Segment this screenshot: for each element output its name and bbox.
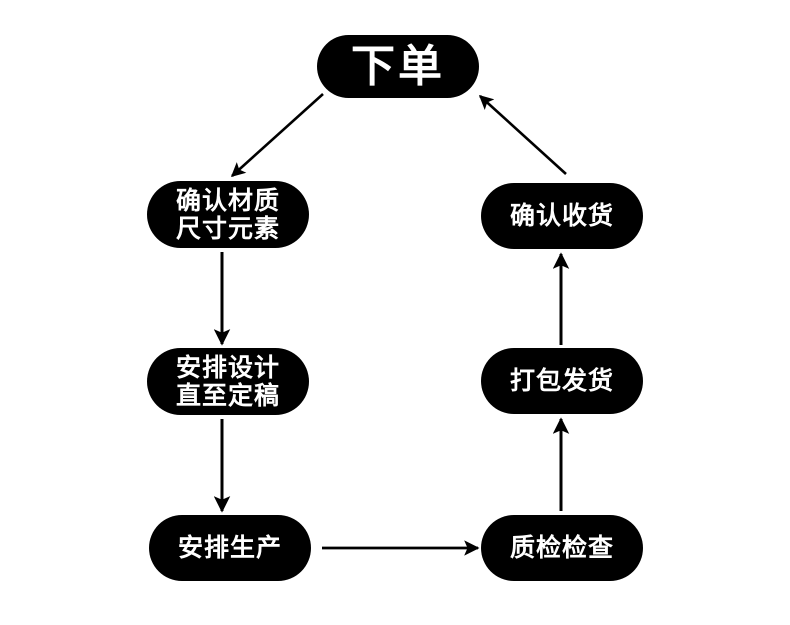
node-confirm-spec[interactable]: 确认材质 尺寸元素 (147, 181, 309, 248)
node-receipt[interactable]: 确认收货 (481, 183, 643, 249)
node-design-line-2: 直至定稿 (175, 380, 280, 410)
node-inspection-line-1: 质检检查 (509, 533, 614, 562)
node-production-line-1: 安排生产 (177, 533, 282, 562)
node-confirm-spec-line-1: 确认材质 (175, 185, 280, 215)
node-receipt-line-1: 确认收货 (509, 201, 614, 230)
node-packing-line-1: 打包发货 (509, 366, 614, 395)
node-production[interactable]: 安排生产 (149, 515, 311, 581)
node-order-line-1: 下单 (351, 40, 445, 92)
edge-receipt-to-order (478, 95, 567, 175)
node-design-line-1: 安排设计 (175, 352, 280, 382)
node-inspection[interactable]: 质检检查 (481, 515, 643, 581)
edge-order-to-confirm-spec (230, 93, 324, 177)
node-design[interactable]: 安排设计 直至定稿 (147, 348, 309, 415)
node-packing[interactable]: 打包发货 (481, 348, 643, 414)
node-order[interactable]: 下单 (317, 35, 479, 98)
node-confirm-spec-line-2: 尺寸元素 (175, 213, 280, 243)
